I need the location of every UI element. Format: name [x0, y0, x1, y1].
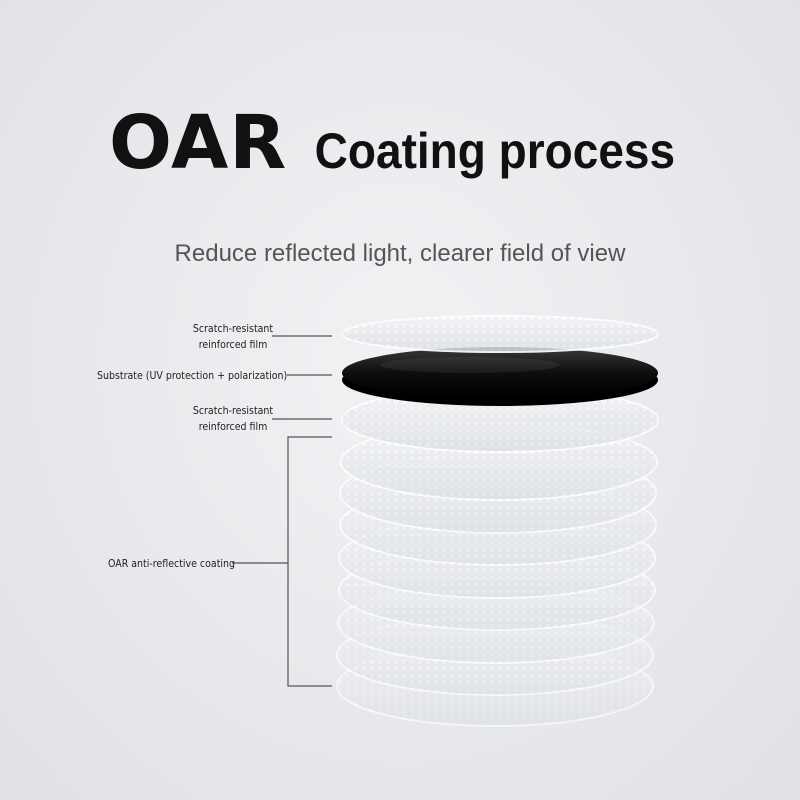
label-bottom-film-line1: Scratch-resistant — [192, 405, 274, 417]
page-title: OAR Coating process — [0, 100, 800, 186]
label-bottom-film: Scratch-resistant reinforced film — [187, 403, 279, 435]
leader-lines — [232, 335, 332, 687]
label-substrate: Substrate (UV protection + polarization) — [97, 370, 288, 382]
label-oar-coating: OAR anti-reflective coating — [108, 558, 236, 570]
label-top-film: Scratch-resistant reinforced film — [187, 321, 279, 353]
label-top-film-line2: reinforced film — [198, 339, 268, 351]
bottom-film-layer — [341, 387, 659, 453]
top-film-layer — [341, 315, 659, 353]
page-subtitle: Reduce reflected light, clearer field of… — [174, 240, 626, 267]
title-oar: OAR — [109, 100, 288, 186]
substrate-layer — [342, 347, 658, 406]
label-bottom-film-line2: reinforced film — [198, 421, 268, 433]
title-rest: Coating process — [314, 123, 676, 179]
coating-bracket — [287, 436, 332, 687]
label-top-film-line1: Scratch-resistant — [192, 323, 274, 335]
oar-coating-stack — [336, 423, 658, 727]
